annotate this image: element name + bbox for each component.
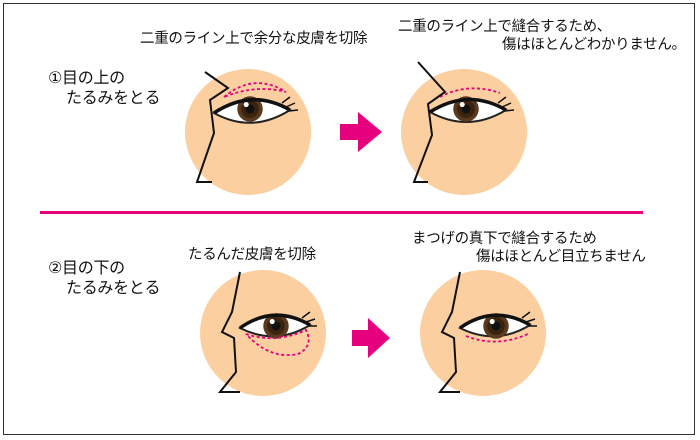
face-after-lower bbox=[420, 270, 546, 396]
face-profile-icon bbox=[437, 271, 461, 393]
face-profile-icon bbox=[195, 71, 230, 183]
face-before-upper bbox=[185, 69, 311, 195]
step2-after-caption: まつげの真下で縫合するため 傷はほとんど目立ちません bbox=[412, 231, 646, 266]
face-before-lower bbox=[200, 270, 326, 396]
face-after-upper bbox=[401, 61, 527, 195]
arrow-right-icon bbox=[352, 318, 390, 358]
face-profile-icon bbox=[412, 61, 447, 183]
step1-label: ①目の上の たるみをとる bbox=[48, 68, 161, 107]
section-divider bbox=[40, 211, 643, 214]
step1-before-caption: 二重のライン上で余分な皮膚を切除 bbox=[140, 31, 368, 47]
step1-after-caption: 二重のライン上で縫合するため、 傷はほとんどわかりません。 bbox=[398, 19, 686, 54]
step2-before-caption: たるんだ皮膚を切除 bbox=[188, 247, 316, 263]
diagram-frame bbox=[3, 3, 695, 435]
face-profile-icon bbox=[217, 271, 241, 393]
arrow-right-icon bbox=[340, 112, 382, 152]
step2-label: ②目の下の たるみをとる bbox=[48, 258, 161, 297]
